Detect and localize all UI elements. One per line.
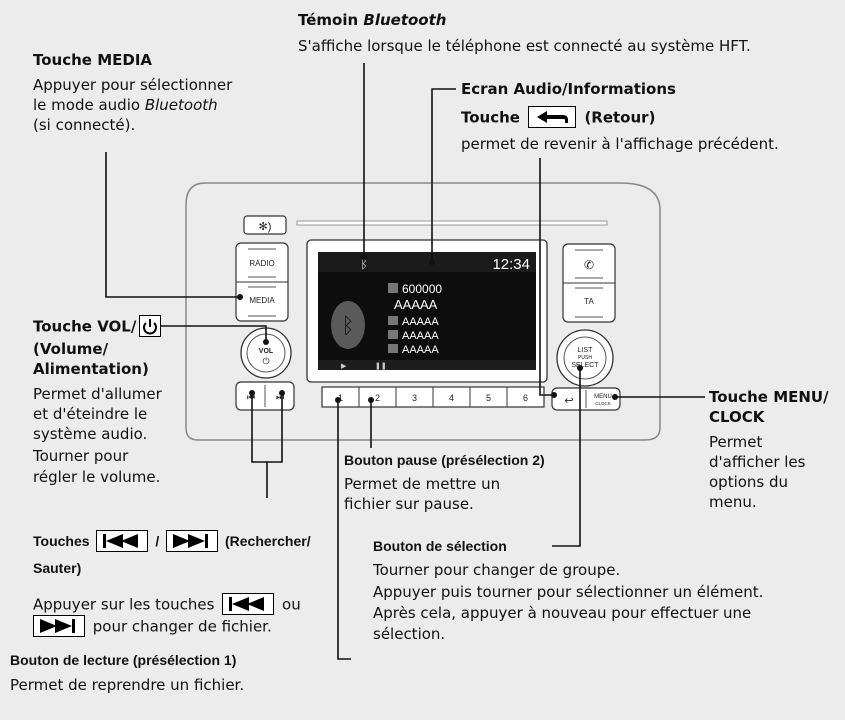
media-button-label: MEDIA bbox=[249, 296, 275, 305]
preset-button-2: 2 bbox=[375, 393, 380, 403]
select-knob-title: Bouton de sélection bbox=[373, 538, 507, 554]
preset-button-1: 1 bbox=[338, 393, 343, 403]
svg-text:AAAAA: AAAAA bbox=[402, 316, 439, 328]
skip-back-key-icon-2 bbox=[222, 593, 275, 615]
svg-text:AAAAA: AAAAA bbox=[394, 297, 438, 312]
media-button-title: Touche MEDIA bbox=[33, 51, 153, 69]
skip-forward-key-icon-2 bbox=[33, 615, 85, 637]
radio-button-label: RADIO bbox=[249, 259, 274, 268]
svg-text:▶: ▶ bbox=[341, 362, 347, 370]
preset-button-6: 6 bbox=[523, 393, 528, 403]
seek-buttons-title-2: Sauter) bbox=[33, 560, 82, 576]
menu-button-desc-4: menu. bbox=[709, 493, 757, 511]
pause-button-desc-2: fichier sur pause. bbox=[344, 495, 474, 513]
vol-button-desc-3: système audio. bbox=[33, 425, 148, 443]
menu-button-title-2: CLOCK bbox=[709, 408, 765, 426]
cd-slot bbox=[296, 220, 608, 226]
menu-button-desc-3: options du bbox=[709, 473, 789, 491]
vol-button-desc-1: Permet d'allumer bbox=[33, 385, 162, 403]
svg-text:LIST: LIST bbox=[578, 347, 594, 354]
bluetooth-large-icon bbox=[331, 301, 365, 349]
select-knob-desc-3: Après cela, appuyer à nouveau pour effec… bbox=[373, 604, 752, 622]
svg-text:600000: 600000 bbox=[402, 282, 442, 296]
bluetooth-indicator-desc: S'affiche lorsque le téléphone est conne… bbox=[298, 37, 751, 55]
defrost-icon: ✻) bbox=[259, 221, 272, 233]
skip-back-key-icon bbox=[96, 530, 149, 553]
svg-text:PUSH: PUSH bbox=[578, 355, 592, 361]
preset-button-3: 3 bbox=[412, 393, 417, 403]
power-icon-small: ⏻ bbox=[262, 356, 269, 366]
dashboard-panel bbox=[185, 182, 661, 441]
select-knob bbox=[556, 329, 614, 387]
skip-forward-key-icon bbox=[166, 530, 219, 553]
svg-text:MENU: MENU bbox=[594, 394, 612, 400]
defrost-button bbox=[243, 215, 287, 235]
bluetooth-status-icon: ᛒ bbox=[360, 257, 368, 272]
menu-button-desc-1: Permet bbox=[709, 433, 763, 451]
preset-button-5: 5 bbox=[486, 393, 491, 403]
svg-text:⏭: ⏭ bbox=[276, 392, 284, 402]
play-button-desc: Permet de reprendre un fichier. bbox=[10, 676, 245, 694]
bluetooth-indicator-title: Témoin Bluetooth bbox=[298, 11, 447, 29]
seek-buttons-title: Touches / (Rechercher/ bbox=[33, 530, 311, 553]
svg-text:ᛒ: ᛒ bbox=[341, 314, 354, 339]
vol-button-title-2: (Volume/ bbox=[33, 340, 109, 358]
select-knob-desc-4: sélection. bbox=[373, 625, 446, 643]
ta-button-label: TA bbox=[584, 297, 594, 306]
phone-icon: ✆ bbox=[584, 258, 594, 272]
media-button-desc-1: Appuyer pour sélectionner bbox=[33, 76, 233, 94]
power-icon bbox=[139, 315, 162, 337]
vol-button-title-3: Alimentation) bbox=[33, 360, 149, 378]
svg-text:AAAAA: AAAAA bbox=[402, 330, 439, 342]
pause-button-desc-1: Permet de mettre un bbox=[344, 475, 501, 493]
back-key-icon bbox=[528, 106, 577, 128]
svg-text:AAAAA: AAAAA bbox=[402, 344, 439, 356]
menu-button-title: Touche MENU/ bbox=[709, 388, 829, 406]
seek-buttons-desc-1: Appuyer sur les touches ou bbox=[33, 593, 301, 616]
pause-button-title: Bouton pause (présélection 2) bbox=[344, 452, 545, 468]
select-knob-desc-2: Appuyer puis tourner pour sélectionner u… bbox=[373, 583, 764, 601]
vol-button-desc-5: régler le volume. bbox=[33, 468, 161, 486]
vol-button-desc-4: Tourner pour bbox=[33, 447, 129, 465]
screen-title: Ecran Audio/Informations bbox=[461, 80, 676, 98]
svg-text:SELECT: SELECT bbox=[571, 362, 599, 369]
svg-text:VOL: VOL bbox=[259, 348, 274, 355]
preset-button-4: 4 bbox=[449, 393, 454, 403]
play-button-title: Bouton de lecture (présélection 1) bbox=[10, 652, 237, 668]
back-button-desc: permet de revenir à l'affichage précéden… bbox=[461, 135, 779, 153]
seek-buttons-desc-2: pour changer de fichier. bbox=[33, 615, 272, 638]
menu-button-desc-2: d'afficher les bbox=[709, 453, 806, 471]
vol-button-title: Touche VOL/ bbox=[33, 315, 164, 338]
back-button-title: Touche (Retour) bbox=[461, 106, 655, 129]
svg-text:❚❚: ❚❚ bbox=[375, 362, 387, 370]
vol-button-desc-2: et d'éteindre le bbox=[33, 405, 148, 423]
back-icon-small: ↩ bbox=[564, 395, 573, 407]
media-button-desc-2: le mode audio Bluetooth bbox=[33, 96, 218, 114]
svg-text:CLOCK: CLOCK bbox=[595, 401, 611, 406]
media-button-desc-3: (si connecté). bbox=[33, 116, 136, 134]
select-knob-desc-1: Tourner pour changer de groupe. bbox=[373, 561, 621, 579]
svg-text:⏮: ⏮ bbox=[247, 392, 255, 402]
screen-clock: 12:34 bbox=[492, 256, 530, 273]
